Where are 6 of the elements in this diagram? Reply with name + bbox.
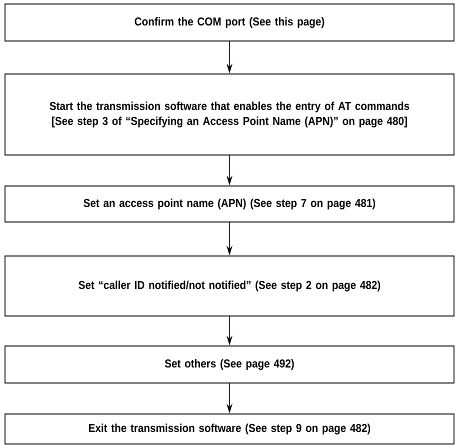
process-box: Set “caller ID notified/not notified” (See step 2 on page 482) bbox=[4, 256, 454, 316]
process-box: Exit the transmission software (See step 9 on page 482) bbox=[4, 414, 454, 444]
process-box: Start the transmission software that enables the entry of AT commands [See step 3 of “Specifying an Access Point Name (APN)” on page 480] bbox=[4, 74, 454, 156]
process-box: Confirm the COM port (See this page) bbox=[4, 4, 454, 42]
process-box: Set others (See page 492) bbox=[4, 346, 454, 384]
process-box: Set an access point name (APN) (See step 7 on page 481) bbox=[4, 186, 454, 222]
